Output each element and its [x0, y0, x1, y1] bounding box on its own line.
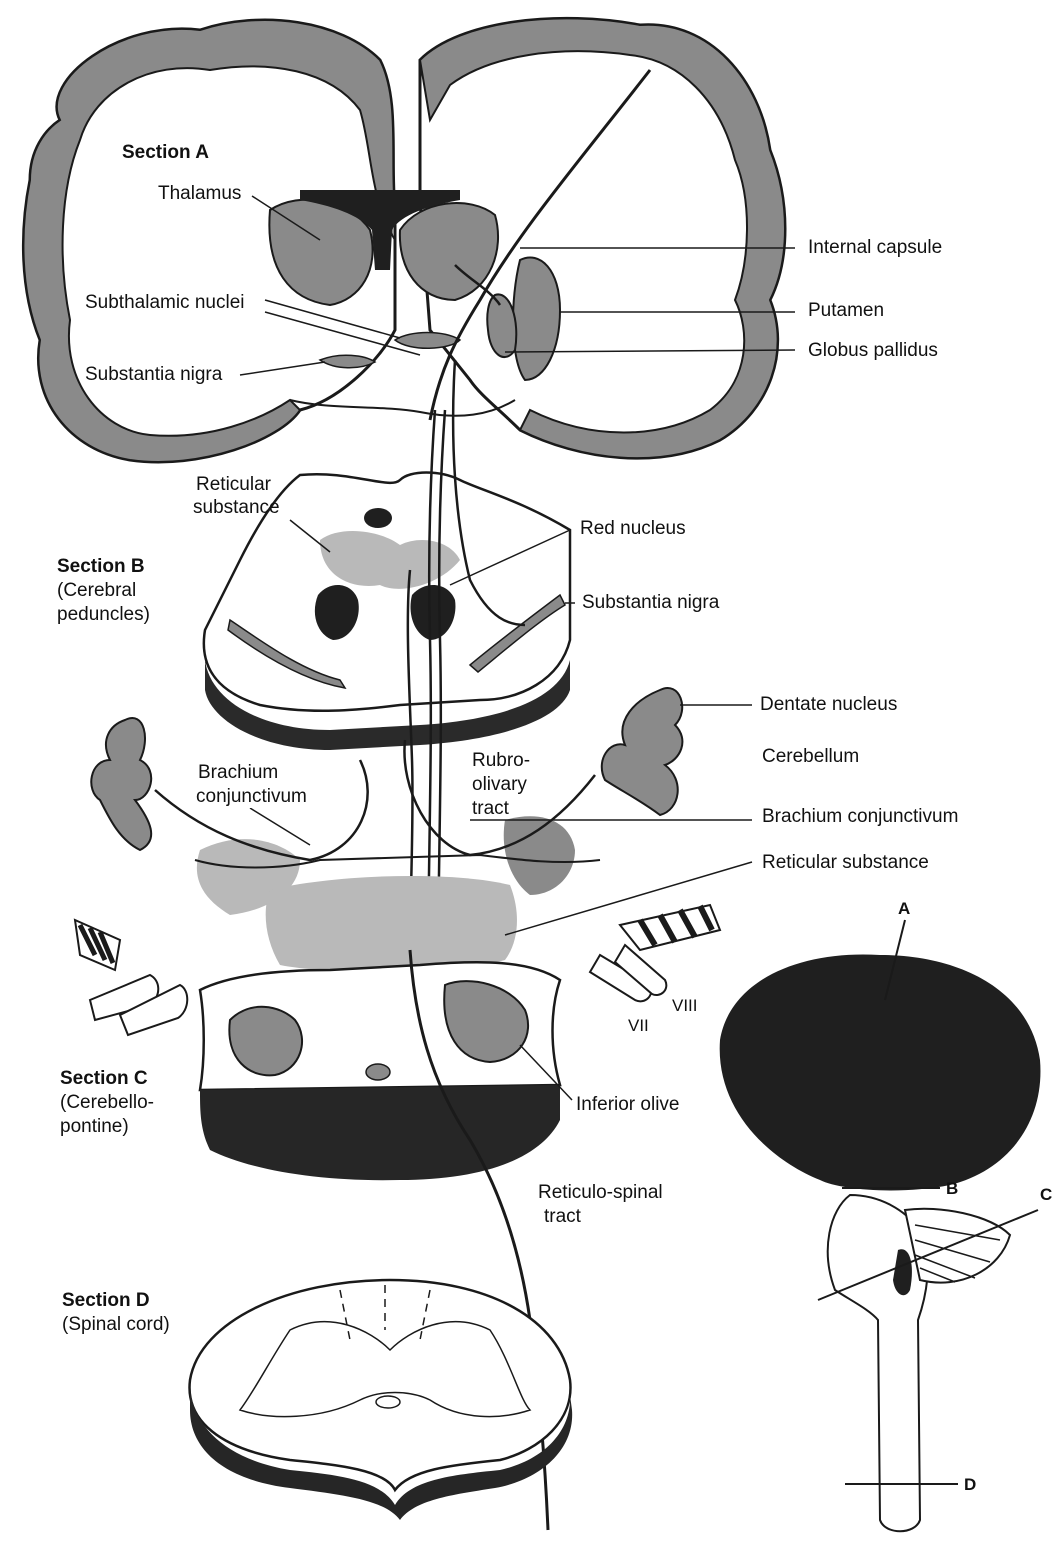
- label-rubro-olivary-line3: tract: [472, 798, 509, 820]
- label-subthalamic-nuclei: Subthalamic nuclei: [82, 292, 247, 314]
- label-dentate-nucleus: Dentate nucleus: [760, 694, 897, 716]
- right-cranial-nerves: [590, 905, 720, 1001]
- label-nerve-viii: VIII: [672, 995, 698, 1017]
- medulla-underside: [200, 1085, 560, 1180]
- section-a-drawing: [23, 18, 785, 462]
- label-reticular-substance-b-line2: substance: [193, 497, 280, 519]
- central-canal-d: [376, 1396, 400, 1408]
- key-cerebrum: [720, 954, 1041, 1190]
- left-dentate-nucleus: [91, 718, 151, 850]
- label-substantia-nigra-b: Substantia nigra: [582, 592, 719, 614]
- label-substantia-nigra-a: Substantia nigra: [82, 364, 225, 386]
- label-brachium-left-line2: conjunctivum: [193, 786, 310, 808]
- label-nerve-vii: VII: [628, 1015, 649, 1037]
- label-rubro-olivary-line1: Rubro-: [472, 750, 530, 772]
- label-reticular-substance-c: Reticular substance: [762, 852, 929, 874]
- key-letter-c: C: [1040, 1184, 1052, 1206]
- section-c-subtitle-line2: pontine): [60, 1116, 129, 1138]
- label-brachium-left-line1: Brachium: [198, 762, 278, 784]
- aqueduct: [364, 508, 392, 528]
- label-reticulo-spinal-line1: Reticulo-spinal: [538, 1182, 663, 1204]
- section-b-subtitle-line2: peduncles): [57, 604, 150, 626]
- section-d-drawing: [190, 1280, 573, 1520]
- subthalamic-nucleus: [395, 333, 460, 349]
- section-d-title: Section D: [62, 1290, 150, 1312]
- label-brachium-right: Brachium conjunctivum: [762, 806, 958, 828]
- label-putamen: Putamen: [808, 300, 884, 322]
- section-d-subtitle: (Spinal cord): [62, 1314, 170, 1336]
- reticular-substance-c: [266, 876, 517, 972]
- label-reticular-substance-b-line1: Reticular: [196, 474, 271, 496]
- central-canal-c: [366, 1064, 390, 1080]
- key-letter-b: B: [946, 1178, 958, 1200]
- label-cerebellum: Cerebellum: [762, 746, 859, 768]
- right-dentate-nucleus: [602, 688, 683, 815]
- section-c-title: Section C: [60, 1068, 148, 1090]
- label-inferior-olive: Inferior olive: [576, 1094, 680, 1116]
- key-diagram-drawing: [720, 920, 1041, 1531]
- section-b-title: Section B: [57, 556, 145, 578]
- key-letter-d: D: [964, 1474, 976, 1496]
- label-red-nucleus: Red nucleus: [580, 518, 686, 540]
- label-internal-capsule: Internal capsule: [808, 237, 942, 259]
- section-a-title: Section A: [122, 142, 209, 164]
- key-letter-a: A: [898, 898, 910, 920]
- label-rubro-olivary-line2: olivary: [472, 774, 527, 796]
- section-b-subtitle-line1: (Cerebral: [57, 580, 136, 602]
- label-reticulo-spinal-line2: tract: [544, 1206, 581, 1228]
- label-thalamus: Thalamus: [158, 183, 241, 205]
- section-c-subtitle-line1: (Cerebello-: [60, 1092, 154, 1114]
- left-cranial-nerves: [75, 920, 187, 1035]
- label-globus-pallidus: Globus pallidus: [808, 340, 938, 362]
